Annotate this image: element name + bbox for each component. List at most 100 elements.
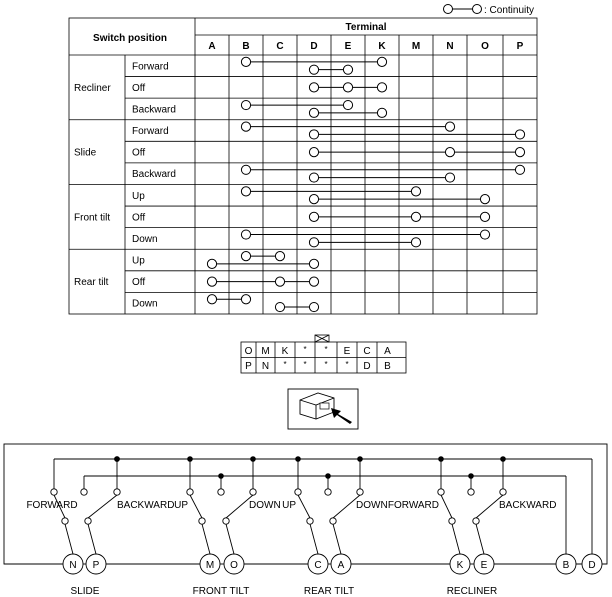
continuity-node-P: [514, 164, 526, 175]
pin-B: B: [563, 560, 570, 571]
pin-E: E: [481, 560, 488, 571]
row-label-rear-tilt-up: Up: [132, 256, 145, 267]
connector-pin: K: [282, 346, 289, 357]
terminal-col-E: E: [345, 41, 352, 52]
terminal-col-B: B: [242, 41, 249, 52]
continuity-node-E: [342, 99, 354, 111]
continuity-node-N: [444, 172, 456, 183]
switch-label-left: UP: [282, 500, 296, 511]
terminal-col-D: D: [310, 41, 317, 52]
continuity-node-B: [240, 56, 252, 68]
row-label-rear-tilt-down: Down: [132, 299, 158, 310]
harness-connector-icon: [287, 388, 359, 430]
connector-pin: C: [363, 346, 370, 357]
connector-pin: *: [303, 345, 306, 354]
continuity-node-D: [308, 211, 320, 222]
row-label-recliner-forward: Forward: [132, 61, 169, 72]
terminal-col-P: P: [517, 41, 524, 52]
terminal-col-A: A: [208, 41, 215, 52]
terminal-col-N: N: [446, 41, 453, 52]
group-label-rear-tilt: Rear tilt: [74, 277, 109, 288]
continuity-node-M: [410, 237, 422, 248]
pin-A: A: [338, 560, 345, 571]
continuity-node-K: [376, 107, 388, 118]
group-label-slide: Slide: [74, 148, 97, 159]
continuity-node-B: [240, 99, 252, 111]
continuity-node-C: [274, 276, 286, 287]
continuity-node-B: [240, 229, 252, 240]
continuity-node-D: [308, 82, 320, 93]
continuity-node-K: [376, 82, 388, 93]
terminal-col-M: M: [412, 41, 420, 52]
terminal-header: Terminal: [346, 22, 387, 33]
pin-D: D: [588, 560, 595, 571]
continuity-node-A: [206, 294, 218, 305]
row-label-slide-off: Off: [132, 148, 145, 159]
switch-position-header: Switch position: [93, 33, 167, 44]
connector-pin: *: [345, 360, 348, 369]
terminal-col-C: C: [276, 41, 283, 52]
pin-P: P: [93, 560, 100, 571]
switch-label-right: DOWN: [356, 500, 388, 511]
row-label-front-tilt-down: Down: [132, 234, 158, 245]
connector-pin: D: [363, 361, 370, 372]
switch-label-right: BACKWARD: [117, 500, 174, 511]
row-label-recliner-off: Off: [132, 83, 145, 94]
row-label-front-tilt-off: Off: [132, 212, 145, 223]
continuity-node-P: [514, 129, 526, 140]
connector-pin: A: [384, 346, 391, 357]
continuity-node-B: [240, 164, 252, 175]
pin-K: K: [457, 560, 464, 571]
pin-M: M: [206, 560, 214, 571]
connector-pin: M: [261, 346, 269, 357]
continuity-node-N: [444, 121, 456, 132]
continuity-node-N: [444, 147, 456, 158]
legend-text: : Continuity: [484, 5, 534, 16]
continuity-node-D: [308, 194, 320, 205]
pin-O: O: [230, 560, 238, 571]
connector-pin: *: [303, 360, 306, 369]
switch-label-left: FORWARD: [388, 500, 439, 511]
switch-label-right: DOWN: [249, 500, 281, 511]
connector-pin: E: [344, 346, 351, 357]
continuity-node-D: [308, 237, 320, 248]
continuity-node-E: [342, 64, 354, 75]
switch-label-left: UP: [174, 500, 188, 511]
switch-name-front-tilt: FRONT TILT: [193, 586, 250, 597]
row-label-slide-forward: Forward: [132, 126, 169, 137]
switch-name-slide: SLIDE: [71, 586, 100, 597]
continuity-node-D: [308, 258, 320, 269]
connector-pin: O: [245, 346, 253, 357]
terminal-col-O: O: [481, 41, 489, 52]
continuity-node-E: [342, 82, 354, 93]
continuity-node-D: [308, 129, 320, 140]
row-label-front-tilt-up: Up: [132, 191, 145, 202]
connector-pin: *: [283, 360, 286, 369]
continuity-node-B: [240, 251, 252, 262]
switch-name-recliner: RECLINER: [447, 586, 498, 597]
row-label-recliner-backward: Backward: [132, 104, 176, 115]
continuity-node-D: [308, 64, 320, 75]
continuity-node-D: [308, 276, 320, 287]
row-label-slide-backward: Backward: [132, 169, 176, 180]
continuity-node-M: [410, 186, 422, 197]
continuity-legend: : Continuity: [443, 4, 534, 16]
continuity-node-D: [308, 301, 320, 313]
connector-pin: P: [245, 361, 252, 372]
switch-name-rear-tilt: REAR TILT: [304, 586, 354, 597]
continuity-node-D: [308, 147, 320, 158]
continuity-node-B: [240, 186, 252, 197]
pin-N: N: [69, 560, 76, 571]
continuity-node-C: [274, 251, 286, 262]
terminal-col-K: K: [378, 41, 386, 52]
group-label-recliner: Recliner: [74, 83, 111, 94]
continuity-node-D: [308, 172, 320, 183]
continuity-node-O: [479, 211, 491, 222]
connector-pin: *: [324, 360, 327, 369]
switch-label-right: BACKWARD: [499, 500, 556, 511]
continuity-node-K: [376, 56, 388, 68]
pin-C: C: [314, 560, 321, 571]
connector-latch-icon: [314, 334, 330, 343]
